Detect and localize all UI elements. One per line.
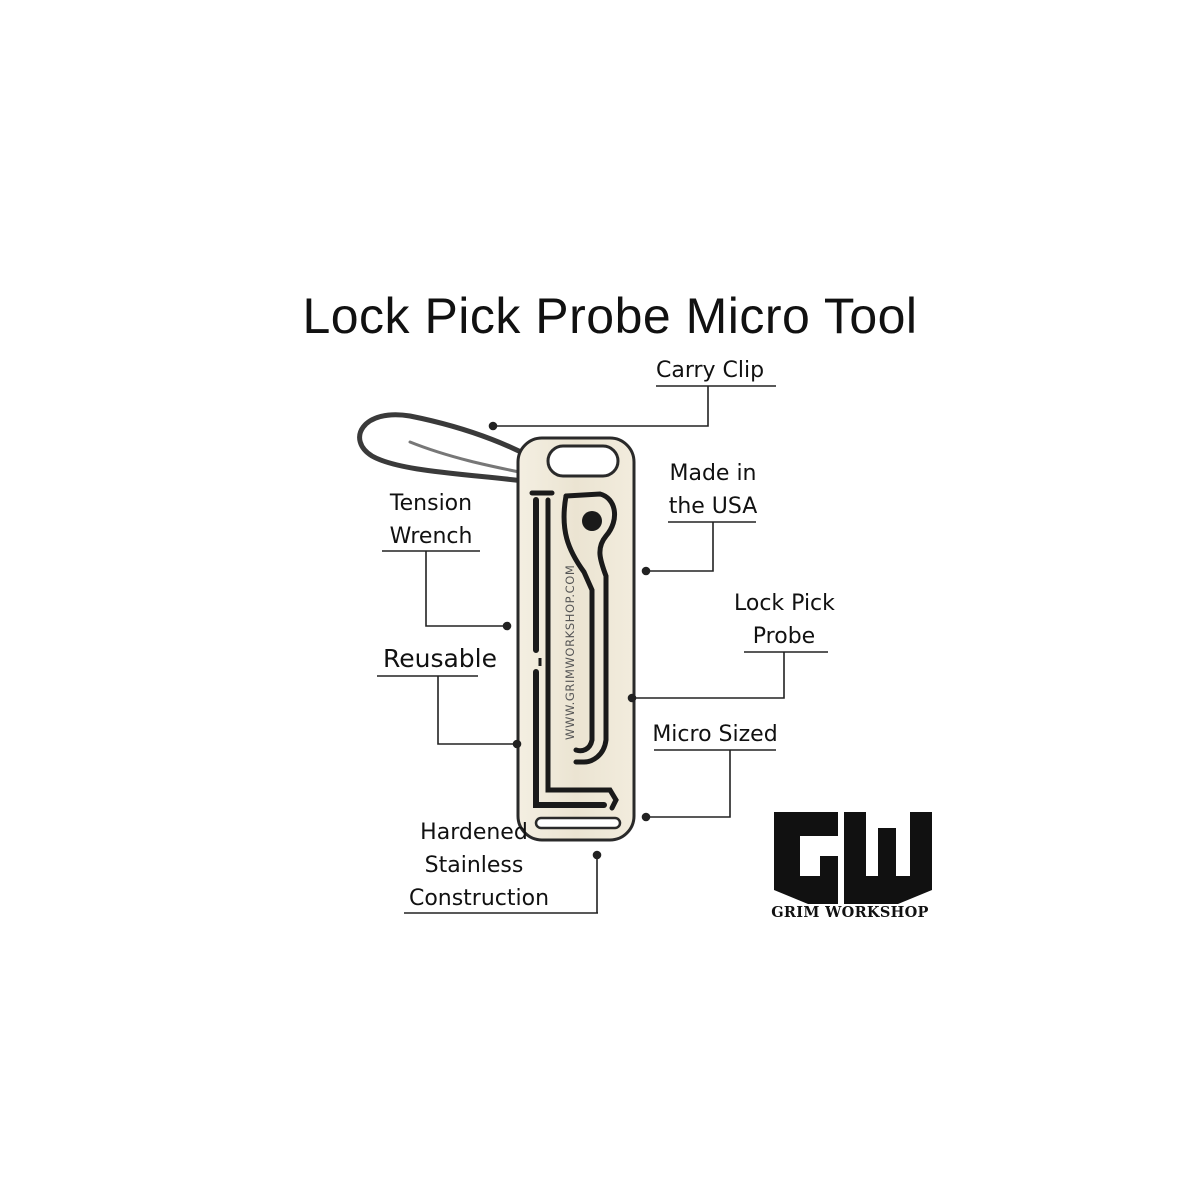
label-tension-wrench-line2: Wrench bbox=[389, 524, 473, 549]
label-hardened-line3: Construction bbox=[408, 886, 550, 911]
label-carry-clip: Carry Clip bbox=[656, 358, 765, 383]
logo-brand-text: GRIM WORKSHOP bbox=[771, 904, 929, 921]
label-lock-pick-probe-line1: Lock Pick bbox=[734, 591, 835, 616]
logo-g-shape bbox=[774, 812, 838, 904]
tool-hole bbox=[582, 511, 602, 531]
probe-outline bbox=[563, 491, 617, 765]
logo-w-shape bbox=[844, 812, 932, 904]
label-made-in-line1: Made in bbox=[669, 461, 757, 486]
tension-wrench-slot bbox=[533, 497, 607, 808]
bottom-slot bbox=[534, 816, 622, 830]
label-hardened-line2: Stainless bbox=[424, 853, 524, 878]
keyring-slot bbox=[546, 444, 620, 478]
label-reusable: Reusable bbox=[382, 644, 497, 673]
tool-body: WWW.GRIMWORKSHOP.COM bbox=[516, 436, 636, 842]
grim-workshop-logo bbox=[774, 812, 932, 904]
tool-engraving: WWW.GRIMWORKSHOP.COM bbox=[563, 565, 577, 740]
page-title: Lock Pick Probe Micro Tool bbox=[302, 288, 918, 344]
callout-lines bbox=[377, 385, 828, 914]
label-micro-sized: Micro Sized bbox=[652, 722, 778, 747]
label-lock-pick-probe-line2: Probe bbox=[752, 624, 816, 649]
label-tension-wrench-line1: Tension bbox=[389, 491, 473, 516]
label-made-in-line2: the USA bbox=[668, 494, 758, 519]
label-hardened-line1: Hardened bbox=[420, 820, 528, 845]
